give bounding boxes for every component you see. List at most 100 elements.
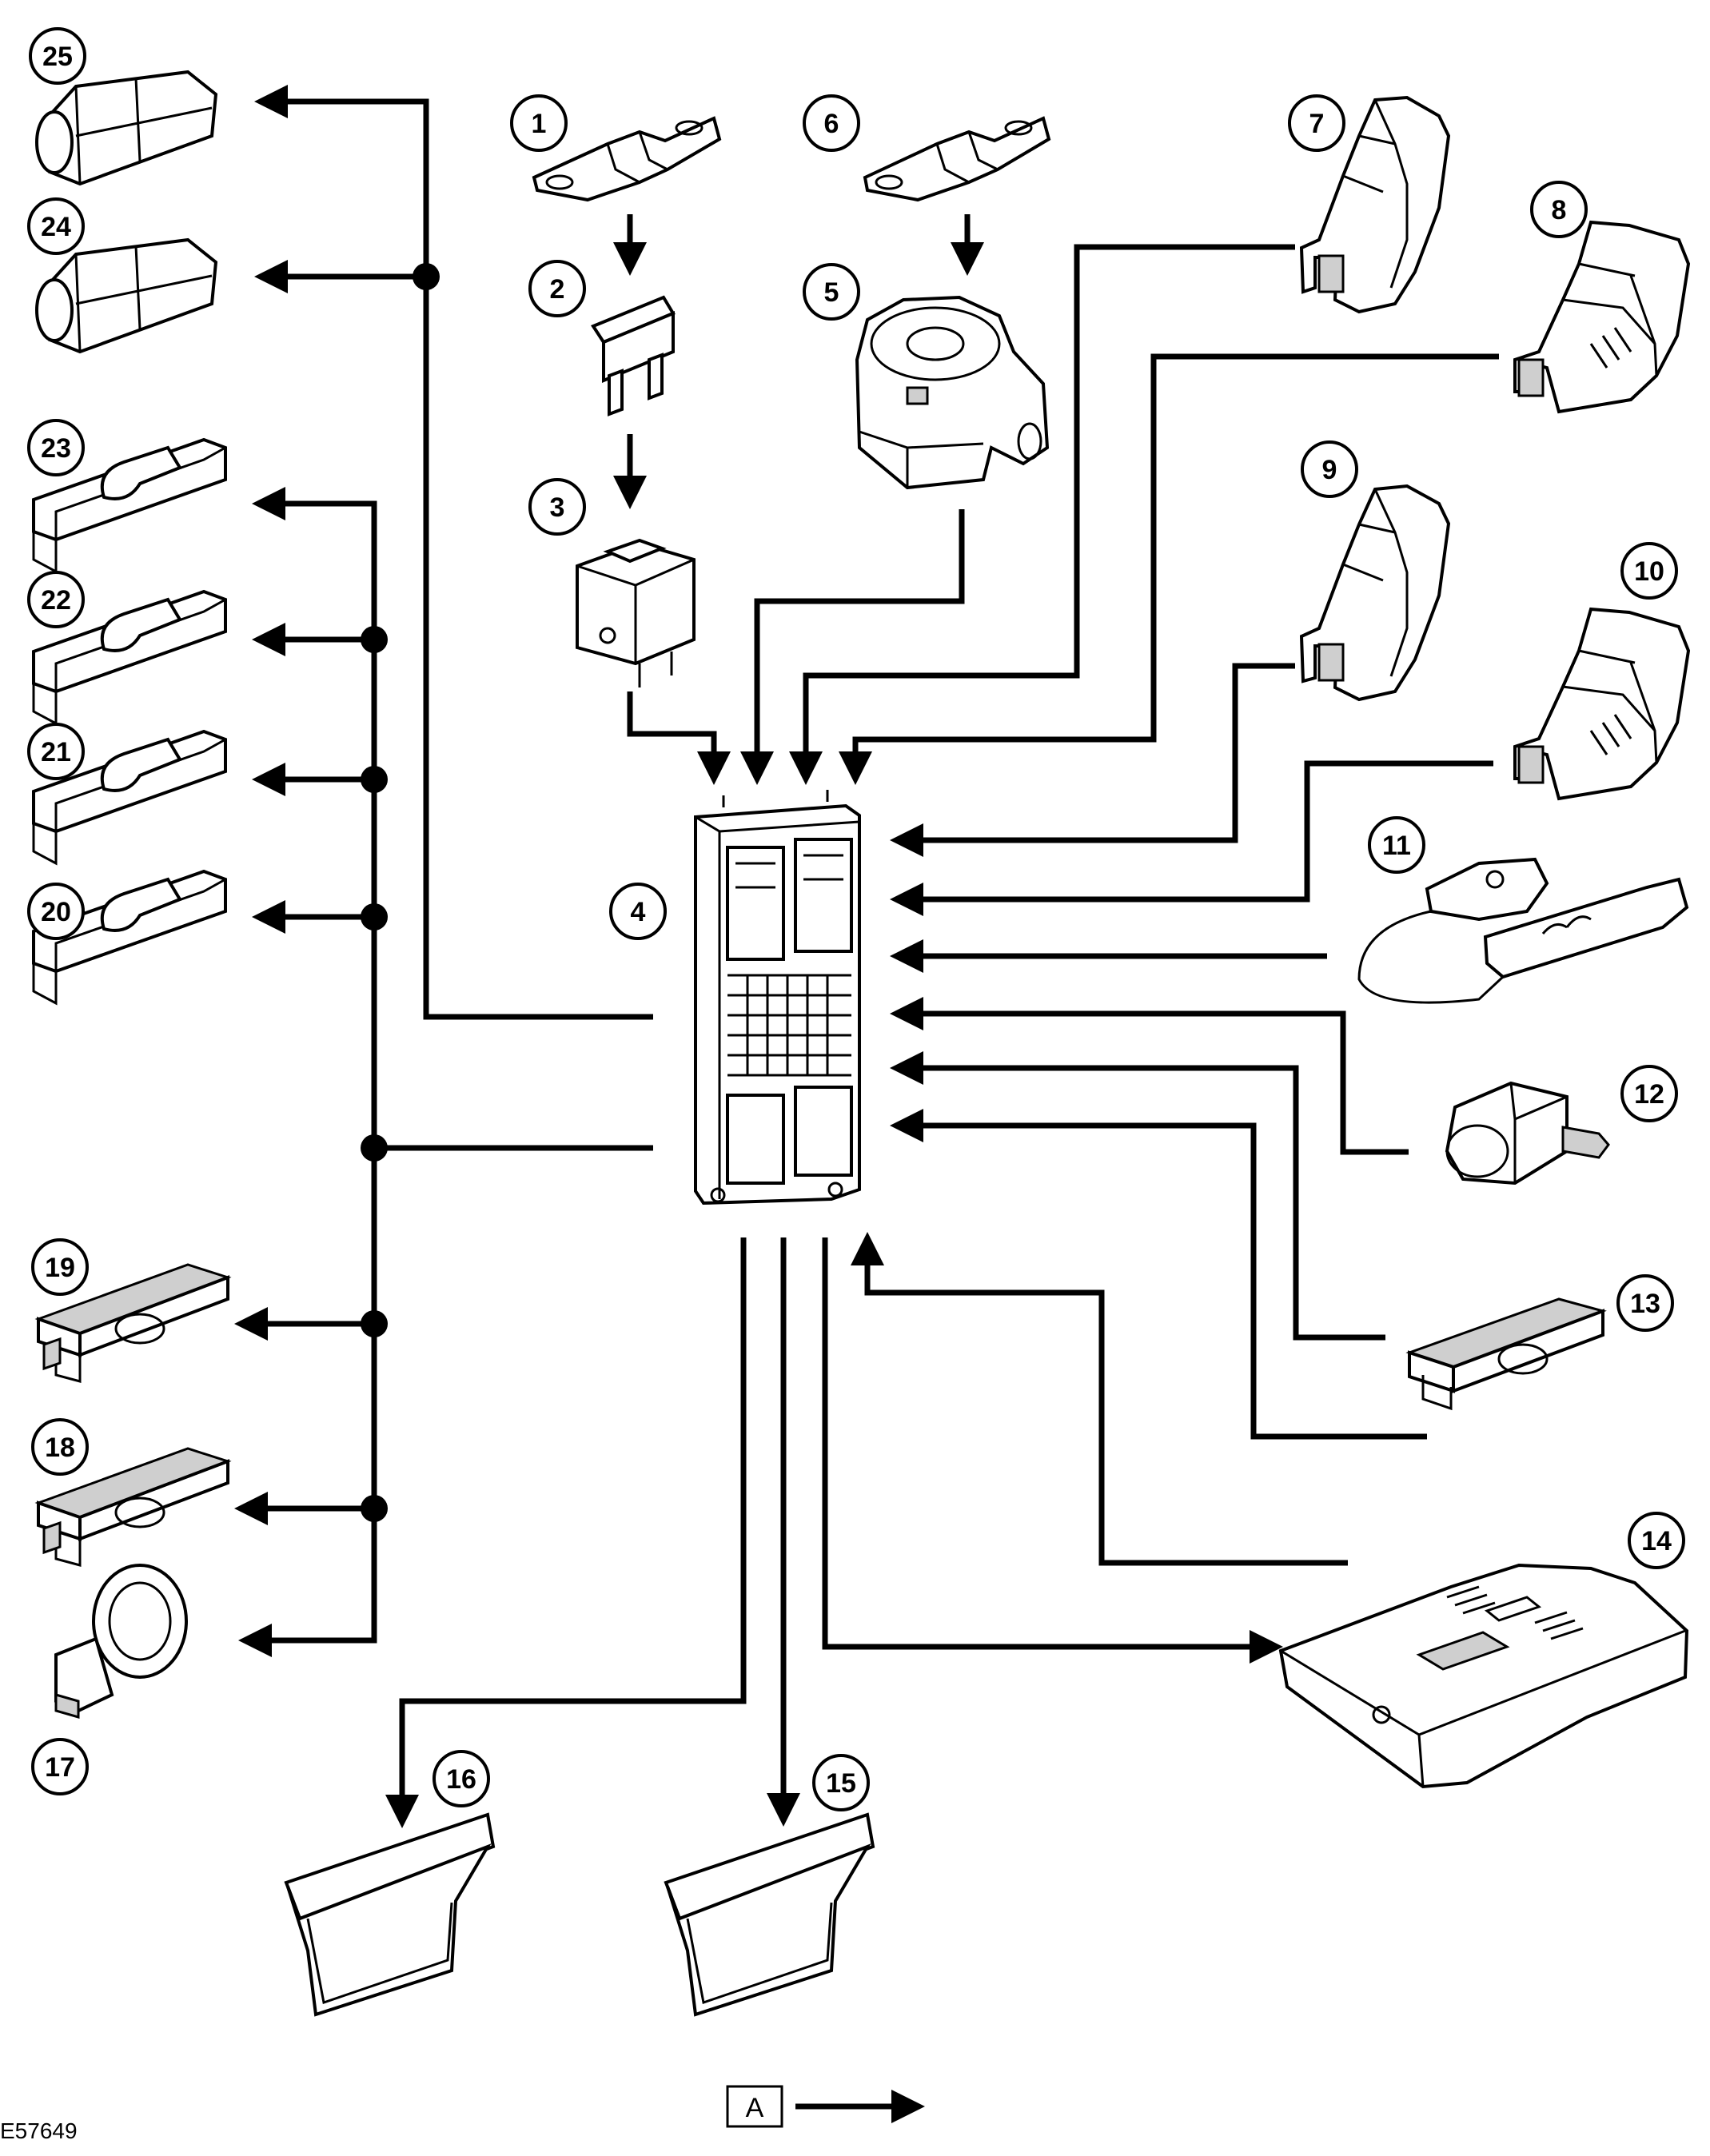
lamp-holder-21 [32,729,227,866]
door-latch-7 [1299,95,1451,314]
wiring [234,85,1499,1828]
wire-bus-lamps [238,1145,653,1657]
svg-text:13: 13 [1630,1289,1660,1319]
junction-18 [361,1495,388,1522]
svg-text:8: 8 [1552,195,1567,225]
wire-8-4 [839,353,1499,785]
svg-text:12: 12 [1634,1079,1664,1110]
svg-text:3: 3 [550,492,565,523]
svg-text:15: 15 [826,1768,856,1799]
svg-text:6: 6 [824,109,839,139]
wire-bus-lamps-upper [252,487,377,1148]
callout-5: 5 [803,263,860,321]
callout-19: 19 [31,1238,89,1296]
ring-sensor-17 [54,1564,188,1719]
callout-3: 3 [528,478,586,536]
wire-7-4 [789,244,1295,785]
blade-fuse-2 [591,295,676,416]
wire-5-4 [740,509,965,785]
svg-text:10: 10 [1634,556,1664,587]
svg-text:19: 19 [45,1253,75,1283]
svg-text:7: 7 [1309,109,1325,139]
svg-text:22: 22 [41,585,71,616]
callout-14: 14 [1628,1512,1685,1569]
callout-9: 9 [1301,440,1358,498]
callout-8: 8 [1530,181,1588,238]
svg-text:14: 14 [1641,1526,1672,1556]
legend-box [726,2085,783,2128]
callouts: 1 2 3 4 5 6 7 8 [27,27,1685,1811]
callout-25: 25 [29,27,86,85]
callout-12: 12 [1620,1065,1678,1122]
svg-text:2: 2 [550,274,565,305]
callout-1: 1 [510,94,568,152]
lamp-19 [34,1263,232,1383]
wire-14-4a [890,1109,1427,1440]
wire-9-4 [890,663,1295,857]
callout-17: 17 [31,1738,89,1795]
callout-6: 6 [803,94,860,152]
callout-11: 11 [1368,816,1425,874]
callout-23: 23 [27,419,85,476]
junction-19 [361,1310,388,1337]
callout-22: 22 [27,571,85,628]
svg-text:21: 21 [41,737,71,767]
callout-7: 7 [1288,94,1345,152]
lamp-holder-20 [32,869,227,1006]
ignition-switch-5 [855,295,1050,490]
lamp-housing-25 [35,70,218,186]
junction-24 [413,263,440,290]
mega-fuse-6 [863,116,1051,202]
callout-20: 20 [27,883,85,940]
svg-text:23: 23 [41,433,71,464]
legend-box-label: A [746,2093,764,2123]
svg-text:17: 17 [45,1752,75,1783]
tailgate-latch-11 [1357,857,1689,1004]
callout-13: 13 [1616,1274,1674,1332]
lamp-housing-24 [35,237,218,354]
callout-15: 15 [812,1754,870,1811]
door-latch-9 [1299,484,1451,702]
vanity-lamp-15 [664,1812,875,2017]
wire-4-14 [822,1237,1283,1664]
central-junction-box-4 [694,790,861,1206]
wire-14-4b [851,1232,1348,1566]
legend: A [726,2085,925,2128]
junction-22 [361,626,388,653]
lamp-18 [34,1447,232,1567]
wire-10-4 [890,760,1493,916]
relay-3 [576,538,696,687]
svg-text:4: 4 [631,897,646,927]
junction-21 [361,766,388,793]
callout-2: 2 [528,260,586,317]
lamp-holder-22 [32,589,227,726]
door-latch-10 [1513,607,1691,801]
lamp-holder-23 [32,437,227,574]
switch-12 [1445,1081,1610,1186]
overhead-console-14 [1278,1563,1689,1789]
svg-text:24: 24 [41,212,71,242]
callout-18: 18 [31,1418,89,1476]
callout-10: 10 [1620,542,1678,600]
figure-id: E57649 [0,2118,78,2143]
svg-text:9: 9 [1322,455,1337,485]
svg-text:20: 20 [41,897,71,927]
mega-fuse-1 [532,116,722,202]
junction-module [361,1134,388,1162]
callout-4: 4 [609,883,667,940]
wire-13-4 [890,1051,1385,1341]
svg-text:1: 1 [532,109,547,139]
callout-16: 16 [432,1750,490,1807]
svg-text:16: 16 [446,1764,476,1795]
lamp-13 [1405,1297,1607,1411]
junction-20 [361,903,388,931]
wire-4-16 [385,1237,747,1828]
wire-3-4 [627,691,731,785]
svg-text:11: 11 [1382,831,1411,861]
svg-text:5: 5 [824,277,839,308]
svg-text:18: 18 [45,1433,75,1463]
callout-24: 24 [27,197,85,255]
callout-21: 21 [27,723,85,780]
vanity-lamp-16 [284,1812,496,2017]
